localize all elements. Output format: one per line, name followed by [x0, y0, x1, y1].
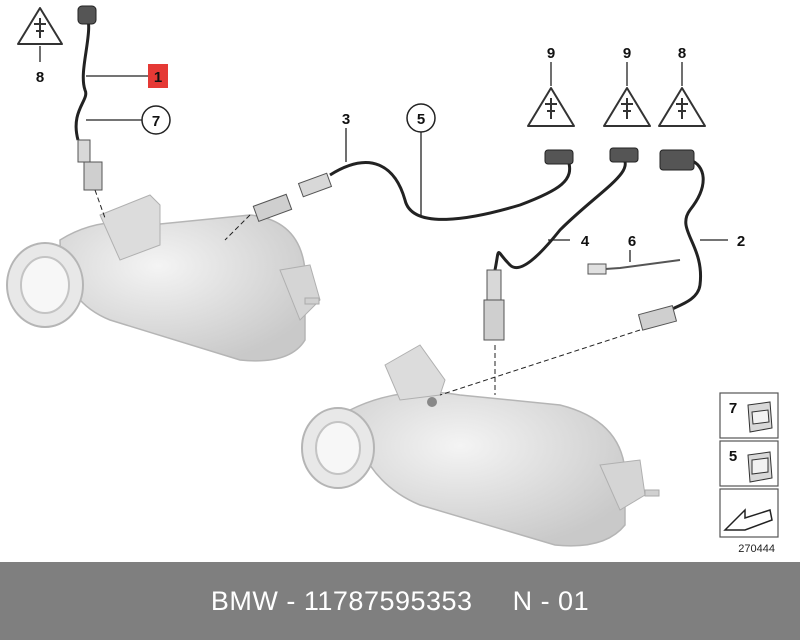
oxygen-sensor-4	[483, 147, 639, 395]
leader-lines	[39, 46, 728, 262]
oxygen-sensor-2	[439, 149, 705, 396]
oxygen-sensor-3	[224, 149, 574, 241]
part-number: BMW - 11787595353	[210, 585, 473, 616]
diagram-number: 270444	[738, 543, 775, 555]
warning-triangle-icon	[658, 87, 706, 127]
legend-label-7: 7	[729, 400, 737, 417]
footer-bar: BMW - 11787595353 N - 01	[0, 562, 800, 640]
warning-triangle-icon	[527, 87, 575, 127]
oxygen-sensor-1	[74, 5, 106, 219]
callout-8-right: 8	[678, 45, 686, 62]
callout-4: 4	[581, 233, 590, 250]
callout-7-circle	[141, 105, 171, 135]
catalytic-converter-lower	[301, 344, 660, 547]
callout-9-left: 9	[547, 45, 555, 62]
diagram-canvas: 1 2 3 4 5 6 7 8 8 9 9 7 5 270444	[6, 5, 779, 555]
catalytic-converter-upper	[6, 194, 321, 362]
clip-5-icon	[747, 451, 773, 483]
warning-triangle-icon	[603, 87, 651, 127]
callout-2: 2	[737, 233, 745, 250]
callout-5-circle	[406, 103, 436, 133]
legend-label-5: 5	[729, 448, 737, 465]
callout-9-right: 9	[623, 45, 631, 62]
callout-6: 6	[628, 233, 636, 250]
position-code: N - 01	[512, 585, 590, 616]
callout-1: 1	[154, 69, 162, 86]
callout-7: 7	[152, 113, 160, 130]
callout-3: 3	[342, 111, 350, 128]
clip-7-icon	[747, 401, 773, 433]
arrow-icon	[723, 508, 773, 531]
cable-tie-6	[587, 259, 681, 275]
callout-5: 5	[417, 111, 425, 128]
callout-1-highlight	[148, 64, 168, 88]
legend-panel: 7 5 270444	[719, 392, 779, 555]
warning-triangle-icon	[17, 7, 63, 45]
callout-8-left: 8	[36, 69, 44, 86]
